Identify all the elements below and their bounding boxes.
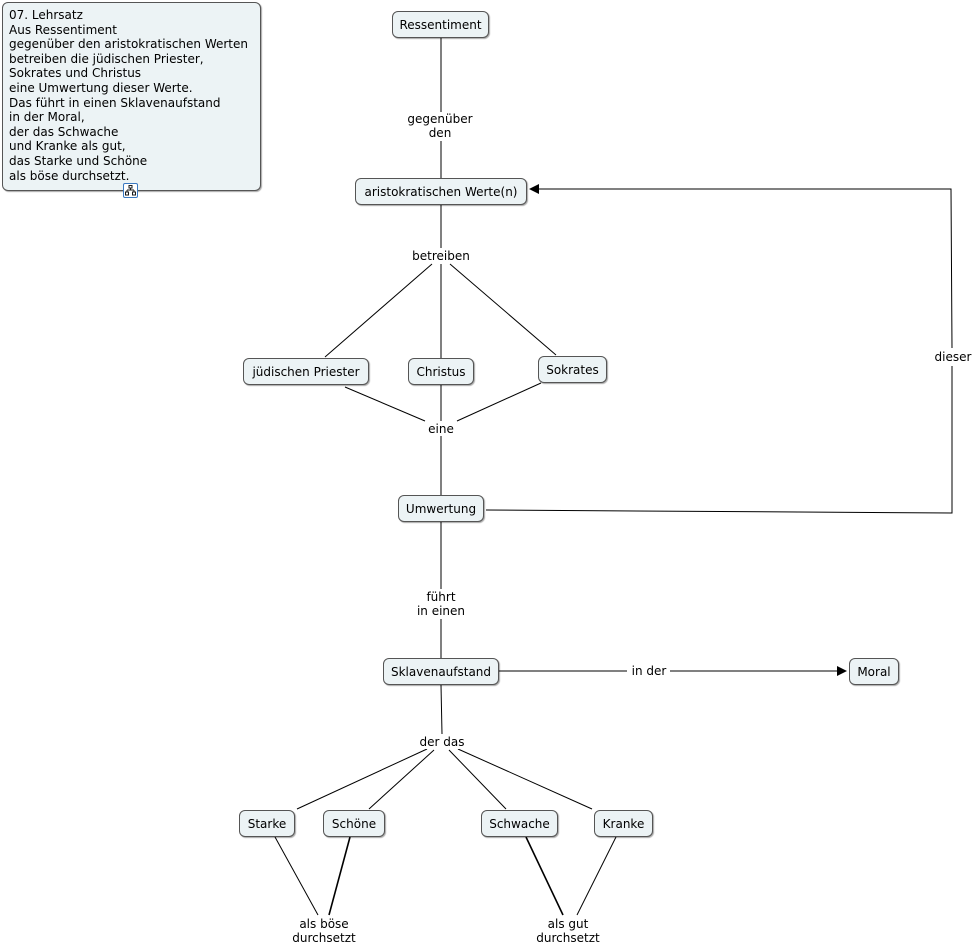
concept-label: Sklavenaufstand [390, 664, 492, 679]
line-schwache-alsgut [525, 836, 564, 916]
note-line: Das führt in einen Sklavenaufstand [9, 95, 221, 110]
concept-starke[interactable]: Starke [239, 810, 295, 837]
line-priester-eine [344, 386, 426, 422]
note-line: eine Umwertung dieser Werte. [9, 80, 193, 95]
concept-label: Ressentiment [399, 17, 482, 32]
line-schoene-alsboese [328, 836, 351, 916]
line-betreiben-priester [324, 263, 433, 358]
concept-map-glyph [125, 185, 136, 196]
link-line: durchsetzt [292, 931, 356, 945]
concept-label: Moral [857, 664, 891, 679]
line-kranke-alsgut [576, 836, 617, 916]
link-betreiben: betreiben [410, 249, 472, 263]
link-line: in der [631, 664, 667, 678]
line-umwertung-dieser [485, 366, 953, 514]
link-line: gegenüber [407, 112, 473, 126]
concept-juedischen-priester[interactable]: jüdischen Priester [243, 358, 369, 385]
line-sklavenaufstand-derdas [440, 684, 443, 735]
note-line: in der Moral, [9, 110, 85, 125]
concept-label: aristokratischen Werte(n) [364, 184, 518, 199]
link-line: der das [419, 735, 465, 749]
concept-label: Schwache [489, 816, 550, 831]
concept-label: Christus [416, 364, 466, 379]
note-line: und Kranke als gut, [9, 139, 126, 154]
link-dieser: dieser [932, 350, 974, 364]
note-line: als böse durchsetzt. [9, 168, 130, 183]
note-line: der das Schwache [9, 124, 119, 139]
concept-ressentiment[interactable]: Ressentiment [392, 11, 489, 38]
link-line: eine [428, 422, 454, 436]
line-derdas-schwache [448, 749, 507, 810]
concept-label: Schöne [331, 816, 377, 831]
concept-kranke[interactable]: Kranke [594, 810, 653, 837]
link-line: betreiben [412, 249, 470, 263]
concept-schoene[interactable]: Schöne [323, 810, 385, 837]
link-line: führt [426, 590, 456, 604]
link-line: den [428, 126, 452, 140]
description-note: 07. Lehrsatz Aus Ressentiment gegenüber … [2, 2, 261, 191]
line-derdas-schoene [368, 749, 435, 810]
concept-sklavenaufstand[interactable]: Sklavenaufstand [383, 658, 499, 685]
concept-aristokratischen-werte[interactable]: aristokratischen Werte(n) [355, 178, 527, 205]
concept-label: jüdischen Priester [252, 364, 360, 379]
link-der-das: der das [417, 735, 467, 749]
note-line: das Starke und Schöne [9, 153, 148, 168]
note-line: gegenüber den aristokratischen Werten [9, 37, 249, 52]
concept-schwache[interactable]: Schwache [481, 810, 558, 837]
link-eine: eine [426, 422, 456, 436]
link-line: dieser [934, 350, 972, 364]
link-fuehrt-in-einen: führt in einen [414, 590, 468, 618]
line-derdas-starke [296, 748, 428, 810]
concept-label: Umwertung [405, 501, 477, 516]
concept-label: Kranke [602, 816, 645, 831]
link-als-boese-durchsetzt: als böse durchsetzt [290, 917, 358, 945]
concept-umwertung[interactable]: Umwertung [398, 495, 484, 522]
note-line: betreiben die jüdischen Priester, [9, 51, 204, 66]
concept-map-icon[interactable] [123, 183, 138, 198]
concept-christus[interactable]: Christus [408, 358, 474, 385]
concept-sokrates[interactable]: Sokrates [538, 356, 607, 383]
link-line: als gut [547, 917, 589, 931]
note-line: Sokrates und Christus [9, 66, 142, 81]
link-als-gut-durchsetzt: als gut durchsetzt [534, 917, 602, 945]
concept-label: Sokrates [546, 362, 599, 377]
link-gegenueber-den: gegenüber den [405, 112, 475, 140]
link-line: in einen [416, 604, 466, 618]
note-line: 07. Lehrsatz [9, 8, 83, 22]
link-line: als böse [299, 917, 349, 931]
line-betreiben-sokrates [449, 263, 557, 356]
link-line: durchsetzt [536, 931, 600, 945]
link-in-der: in der [629, 664, 669, 678]
note-line: Aus Ressentiment [9, 22, 117, 37]
concept-moral[interactable]: Moral [849, 658, 899, 685]
line-sokrates-eine [456, 382, 542, 422]
line-derdas-kranke [457, 748, 593, 810]
line-starke-alsboese [274, 836, 319, 916]
concept-label: Starke [247, 816, 287, 831]
arrow-dieser-werte [529, 184, 953, 349]
